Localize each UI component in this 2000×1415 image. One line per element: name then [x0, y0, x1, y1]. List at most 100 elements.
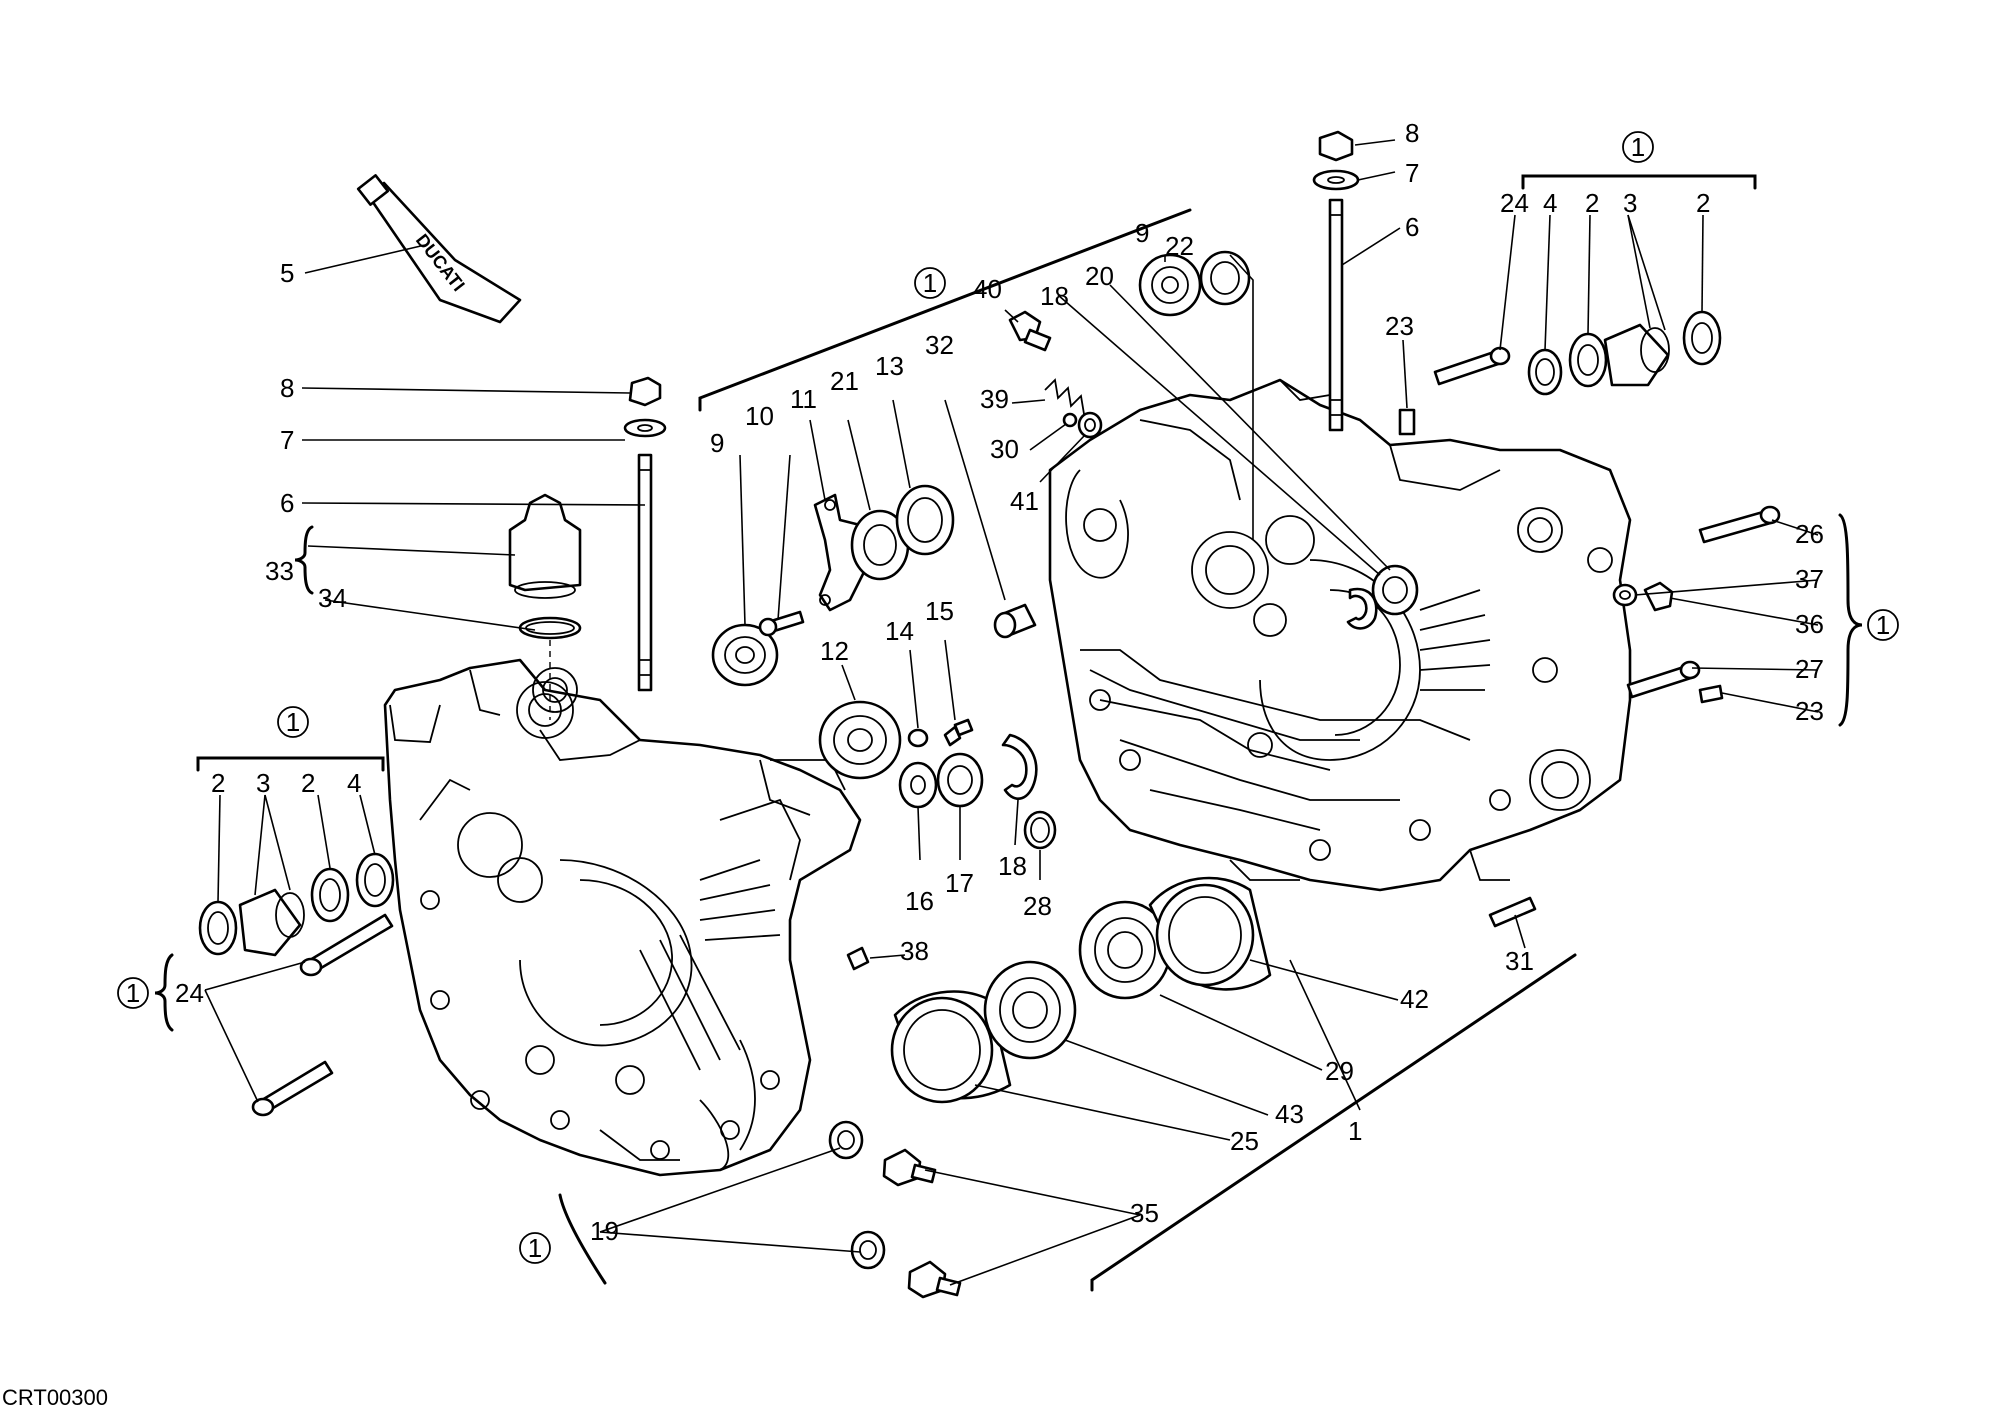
- callout-31: 31: [1505, 946, 1534, 976]
- callout-35: 35: [1130, 1198, 1159, 1228]
- callout-15: 15: [925, 596, 954, 626]
- callout-30: 30: [990, 434, 1019, 464]
- dowel-23-top: [1398, 408, 1416, 436]
- callout-2: 2: [1696, 188, 1710, 218]
- plug-35-lower: [907, 1260, 962, 1299]
- callout-33: 33: [265, 556, 294, 586]
- callout-41: 41: [1010, 486, 1039, 516]
- bearing-12: [818, 700, 902, 780]
- callout-25: 25: [1230, 1126, 1259, 1156]
- callout-24: 24: [1500, 188, 1529, 218]
- svg-text:1: 1: [1631, 132, 1645, 162]
- leader-lines: [204, 139, 1819, 1286]
- retainer-plate: [813, 484, 955, 612]
- ball-30: [1062, 412, 1078, 428]
- left-bearing-stack: [198, 852, 395, 957]
- callout-23: 23: [1795, 696, 1824, 726]
- callout-28: 28: [1023, 891, 1052, 921]
- callout-34: 34: [318, 583, 347, 613]
- filler-plug: [508, 493, 582, 720]
- callout-2: 2: [301, 768, 315, 798]
- group-brackets: [154, 174, 1863, 1292]
- callout-21: 21: [830, 366, 859, 396]
- callout-7: 7: [280, 425, 294, 455]
- circlip-18-left: [1001, 733, 1038, 800]
- svg-text:1: 1: [1876, 610, 1890, 640]
- callout-8: 8: [1405, 118, 1419, 148]
- left-crankcase-half: [383, 658, 862, 1177]
- callout-6: 6: [280, 488, 294, 518]
- callout-9: 9: [1135, 218, 1149, 248]
- callout-17: 17: [945, 868, 974, 898]
- callout-2: 2: [1585, 188, 1599, 218]
- group-symbol-left: 1: [277, 706, 309, 738]
- bearing-43: [983, 960, 1077, 1060]
- callout-2: 2: [211, 768, 225, 798]
- callout-8: 8: [280, 373, 294, 403]
- group-symbol-top: 1: [914, 267, 946, 299]
- plug-35-upper: [882, 1148, 937, 1187]
- group-symbol-top-right: 1: [1622, 131, 1654, 163]
- valve-40: [1008, 310, 1052, 352]
- callout-3: 3: [1623, 188, 1637, 218]
- callout-22: 22: [1165, 231, 1194, 261]
- callout-14: 14: [885, 616, 914, 646]
- washer-41: [1077, 411, 1103, 439]
- svg-text:1: 1: [528, 1233, 542, 1263]
- callout-20: 20: [1085, 261, 1114, 291]
- callout-6: 6: [1405, 212, 1419, 242]
- bearing-right-inner: [1371, 564, 1419, 616]
- callout-40: 40: [973, 274, 1002, 304]
- callout-32: 32: [925, 330, 954, 360]
- washer-19-lower: [850, 1230, 886, 1270]
- washer-19-upper: [828, 1120, 864, 1160]
- callout-39: 39: [980, 384, 1009, 414]
- bearing-9-left: [711, 623, 779, 687]
- callout-18: 18: [1040, 281, 1069, 311]
- left-stud-assembly: [623, 376, 667, 692]
- ring-28: [1023, 810, 1057, 850]
- seal-22: [1199, 250, 1251, 306]
- callout-37: 37: [1795, 564, 1824, 594]
- dowel-32: [993, 603, 1037, 639]
- washer-14: [907, 728, 929, 748]
- right-bearing-stack: [1527, 310, 1722, 396]
- bearing-9-right: [1138, 253, 1202, 317]
- callout-12: 12: [820, 636, 849, 666]
- callout-4: 4: [347, 768, 361, 798]
- callout-24: 24: [175, 978, 204, 1008]
- plug-36: [1643, 581, 1674, 612]
- right-crankcase-half: [1048, 378, 1632, 892]
- callout-42: 42: [1400, 984, 1429, 1014]
- left-bolts: [251, 913, 394, 1117]
- callout-23: 23: [1385, 311, 1414, 341]
- svg-text:1: 1: [286, 707, 300, 737]
- bolt-26: [1698, 505, 1781, 544]
- dowel-38: [846, 946, 870, 971]
- svg-text:1: 1: [126, 978, 140, 1008]
- spacer-16: [898, 761, 938, 809]
- sealant-tube: DUCATI: [356, 174, 522, 324]
- callout-36: 36: [1795, 609, 1824, 639]
- bolt-27: [1626, 660, 1701, 699]
- drawing-code: CRT00300: [2, 1385, 108, 1410]
- dowel-23-right: [1698, 684, 1724, 704]
- callout-38: 38: [900, 936, 929, 966]
- group-symbol-bottom: 1: [519, 1232, 551, 1264]
- screw-15: [943, 718, 974, 747]
- callout-27: 27: [1795, 654, 1824, 684]
- callout-10: 10: [745, 401, 774, 431]
- callout-29: 29: [1325, 1056, 1354, 1086]
- callout-43: 43: [1275, 1099, 1304, 1129]
- bushing-25: [890, 990, 1012, 1104]
- callout-11: 11: [790, 384, 817, 414]
- callout-3: 3: [256, 768, 270, 798]
- bushing-42: [1148, 876, 1272, 991]
- callout-13: 13: [875, 351, 904, 381]
- callout-5: 5: [280, 258, 294, 288]
- screw-10: [758, 610, 805, 637]
- callout-1: 1: [1348, 1116, 1362, 1146]
- callout-19: 19: [590, 1216, 619, 1246]
